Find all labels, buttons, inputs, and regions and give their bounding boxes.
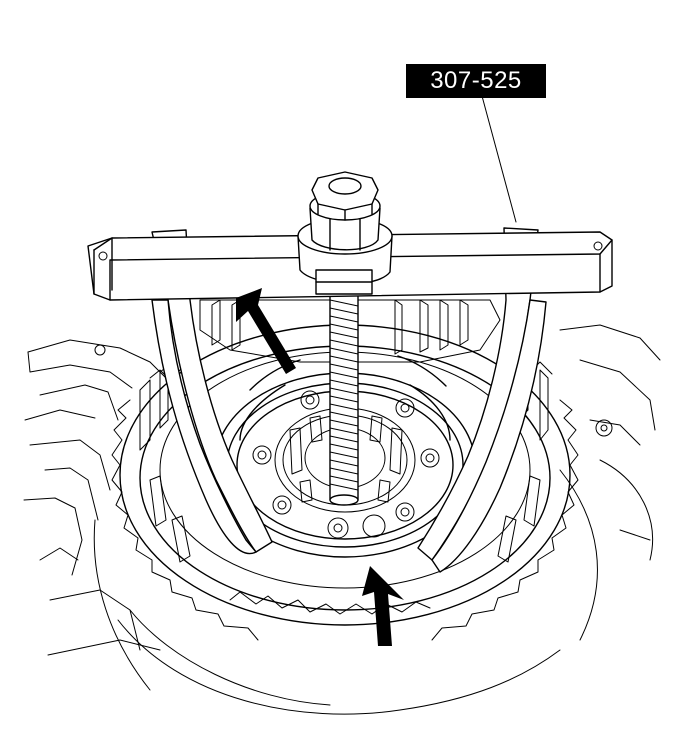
forcing-screw-nut	[297, 171, 393, 295]
tool-number-label: 307-525	[406, 64, 546, 98]
label-leader-line	[481, 95, 517, 223]
force-arrow-lower	[362, 566, 404, 646]
force-arrow-upper-left	[236, 288, 296, 374]
clutch-plates	[199, 299, 501, 363]
forcing-screw	[329, 289, 359, 506]
transmission-housing	[23, 324, 661, 715]
puller-jaws	[151, 227, 547, 573]
